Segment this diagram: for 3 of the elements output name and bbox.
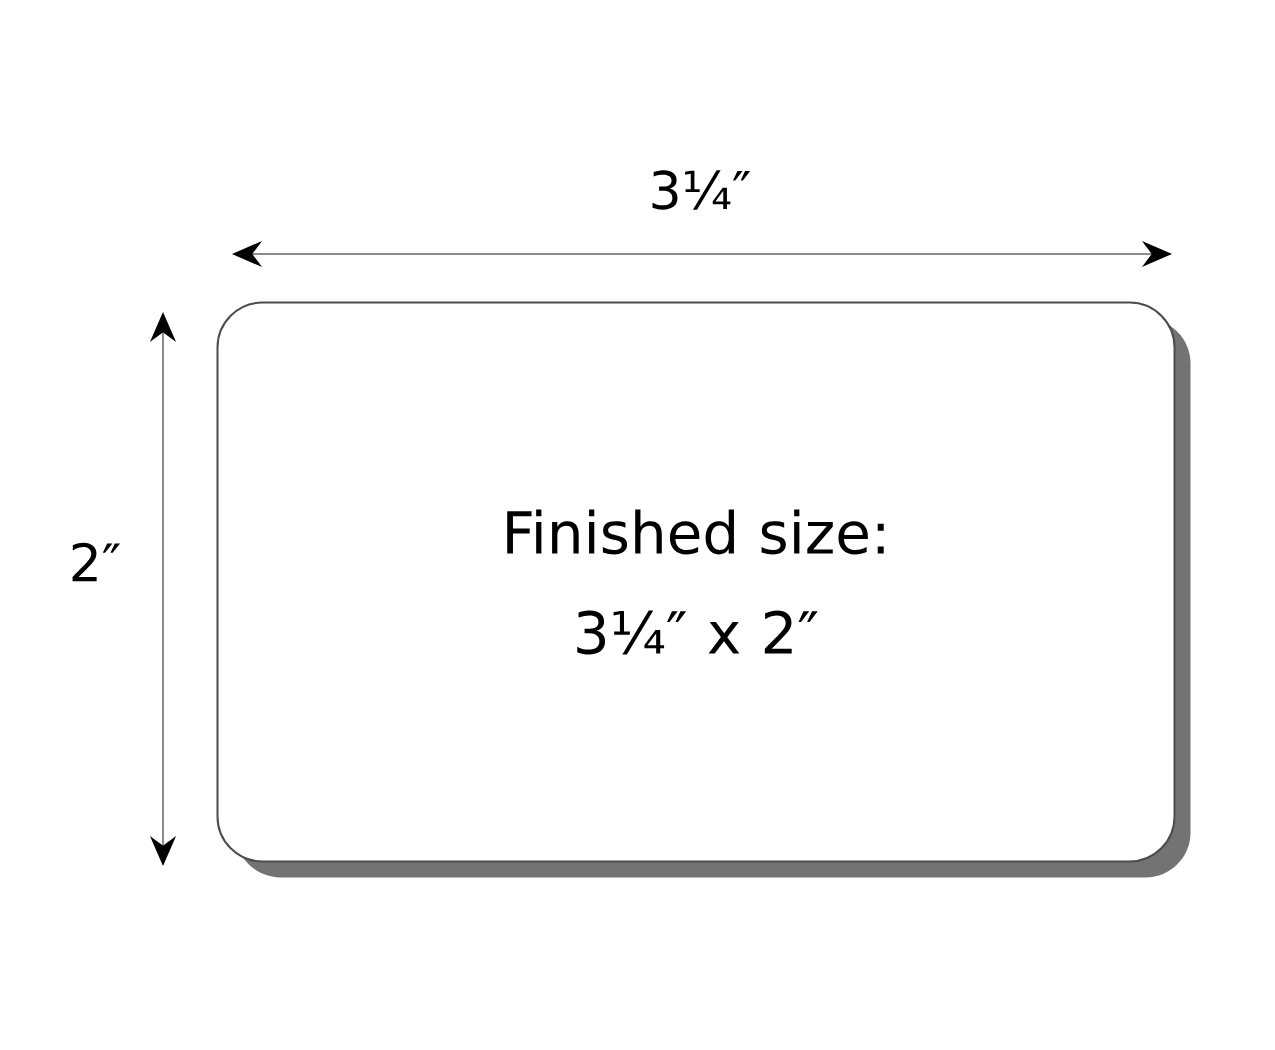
dimension-label: 2″: [72, 542, 120, 582]
dimension-label: 3¼″: [652, 170, 751, 210]
card: Finished size: 3¼″ x 2″: [216, 301, 1191, 878]
